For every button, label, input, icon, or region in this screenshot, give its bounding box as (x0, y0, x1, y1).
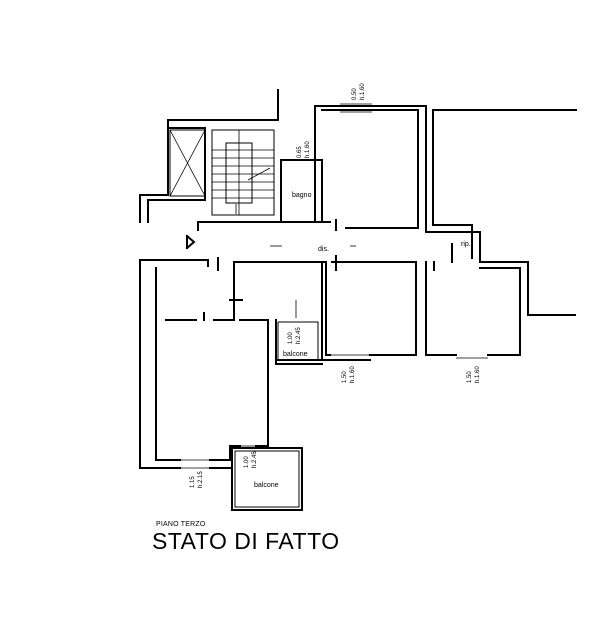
top-room: 0.50 h.1.60 (314, 83, 427, 231)
right-room-window-height: h.1.60 (475, 366, 481, 383)
bagno-label: bagno (292, 192, 312, 199)
bottom-window-labels: 1.50 h.1.60 1.50 h.1.60 (342, 366, 481, 383)
balcone-small-label: balcone (283, 351, 308, 358)
living-window-height: h.2.15 (198, 471, 204, 488)
living-window-width: 1.15 (190, 476, 196, 488)
dis-label: dis. (318, 246, 329, 253)
bagno-window-width: 0.65 (297, 146, 303, 158)
balcone-small-door-width: 1.00 (288, 332, 294, 344)
balcone-small-door-height: h.2.45 (296, 327, 302, 344)
center-room-window-width: 1.50 (342, 371, 348, 383)
top-room-window-height: h.1.60 (360, 83, 366, 100)
stairwell (139, 89, 279, 223)
balcone-small: balcone 1.00 h.2.45 (277, 321, 319, 361)
rip-label: rip. (461, 241, 471, 248)
floor-label: PIANO TERZO (156, 521, 206, 528)
right-room-window-width: 1.50 (467, 371, 473, 383)
center-room-window-height: h.1.60 (350, 366, 356, 383)
top-room-window-width: 0.50 (352, 88, 358, 100)
drawing-title: STATO DI FATTO (152, 528, 340, 554)
living-area: 1.15 h.2.15 (180, 445, 269, 488)
middle-rooms (139, 255, 521, 469)
balcone-large: balcone 1.00 h.2.45 (231, 447, 303, 511)
corridor: dis. (185, 221, 356, 253)
balcone-large-label: balcone (254, 482, 279, 489)
right-wing: rip. (425, 105, 577, 316)
balcone-large-door-width: 1.00 (244, 456, 250, 468)
bagno-window-height: h.1.60 (305, 141, 311, 158)
balcone-large-door-height: h.2.45 (252, 451, 258, 468)
